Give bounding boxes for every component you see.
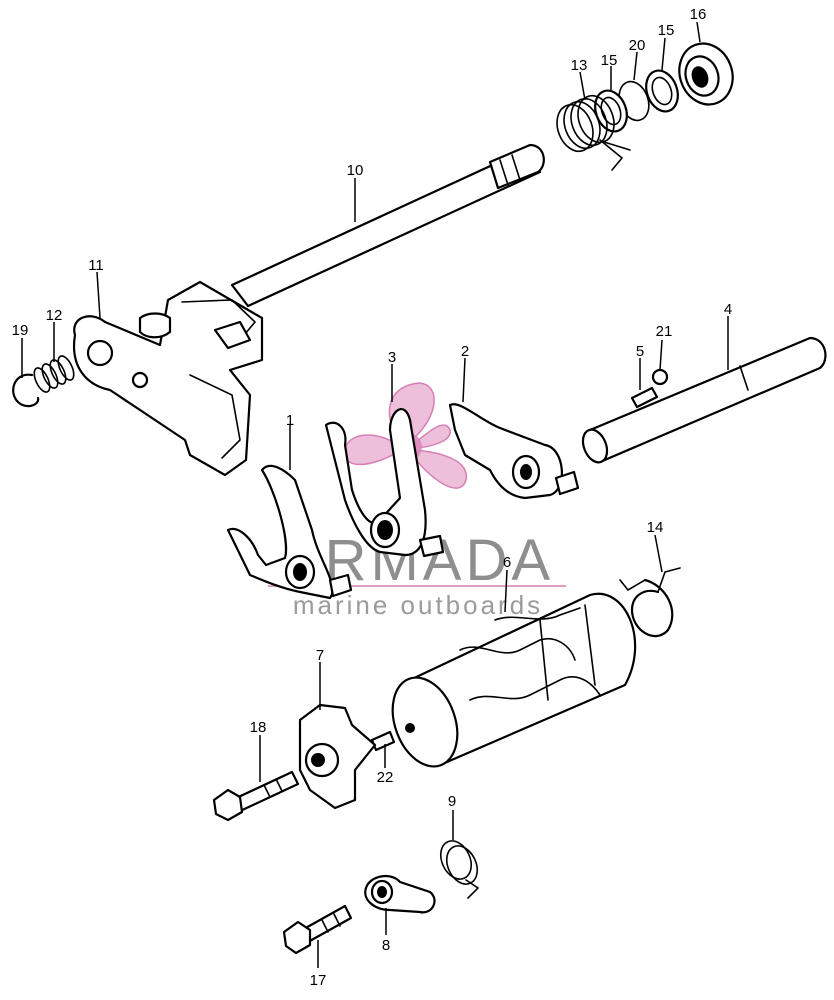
callout-9: 9: [448, 793, 456, 810]
callout-2: 2: [461, 343, 469, 360]
stopper-spring-part-14: [619, 567, 681, 638]
guide-pin-part-5: [630, 386, 659, 409]
circlip-part-19: [12, 373, 40, 408]
callout-16: 16: [690, 6, 707, 23]
shift-fork-part-2: [448, 403, 580, 500]
dowel-pin-part-22: [370, 730, 396, 752]
callout-20: 20: [629, 37, 646, 54]
spring-part-12: [33, 355, 75, 393]
callout-21: 21: [656, 323, 673, 340]
callout-11: 11: [88, 257, 104, 274]
callout-7: 7: [316, 647, 324, 664]
callout-12: 12: [46, 307, 63, 324]
washer-part-15-right: [645, 69, 679, 113]
gearshift-arm-part-11: [72, 280, 264, 477]
steel-ball-part-21: [651, 368, 669, 386]
callout-4: 4: [724, 301, 732, 318]
callout-6: 6: [503, 554, 511, 571]
oil-seal-part-16: [678, 42, 734, 106]
drum-stopper-plate-part-7: [298, 703, 377, 810]
callout-15-left: 15: [601, 52, 618, 69]
callout-13: 13: [571, 57, 588, 74]
callout-5: 5: [636, 343, 644, 360]
callouts: 16 15 20 15 13 10 11 12 19 4 21 5 2 3 1 …: [12, 6, 733, 989]
gearshift-spindle-part-10: [230, 143, 545, 308]
callout-3: 3: [388, 349, 396, 366]
return-spring-part-13: [556, 94, 631, 171]
callout-8: 8: [382, 937, 390, 954]
callout-14: 14: [647, 519, 664, 536]
shift-drum-part-6: [391, 592, 637, 768]
callout-15-right: 15: [658, 22, 675, 39]
shift-fork-part-1: [226, 464, 353, 600]
callout-19: 19: [12, 322, 29, 339]
bolt-part-17: [282, 904, 353, 955]
callout-18: 18: [250, 719, 267, 736]
shift-fork-shaft-part-4: [581, 336, 827, 464]
bolt-part-18: [212, 770, 300, 822]
callout-22: 22: [377, 769, 394, 786]
callout-1: 1: [286, 412, 294, 429]
callout-10: 10: [347, 162, 364, 179]
shift-fork-part-3: [324, 408, 445, 558]
spring-part-9: [439, 840, 480, 899]
stopper-arm-part-8: [364, 874, 436, 914]
leader-lines: [21, 21, 729, 968]
callout-17: 17: [310, 972, 327, 989]
